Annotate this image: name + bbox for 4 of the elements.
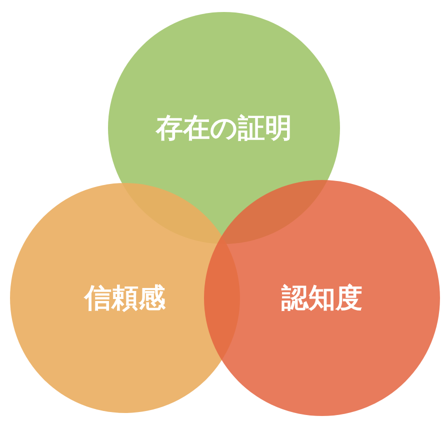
- circle-label: 存在の証明: [156, 112, 292, 146]
- venn-circle: [204, 180, 440, 416]
- circle-label: 信頼感: [84, 282, 166, 316]
- circle-label: 認知度: [282, 282, 362, 316]
